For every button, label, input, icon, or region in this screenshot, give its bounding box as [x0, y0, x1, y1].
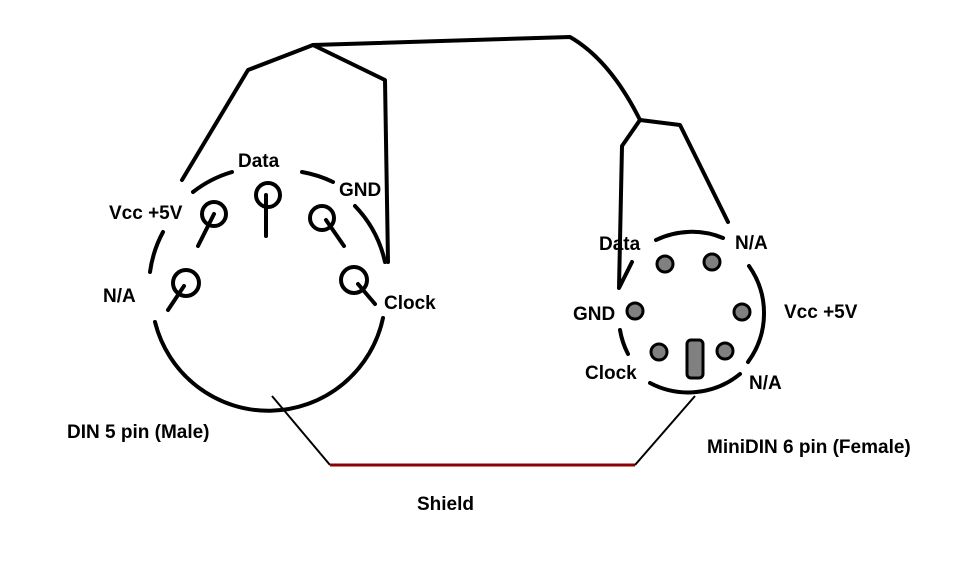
minidin-title: MiniDIN 6 pin (Female)	[707, 437, 911, 458]
din-title: DIN 5 pin (Male)	[67, 422, 210, 443]
minidin-label-clock: Clock	[585, 363, 637, 384]
din-label-na: N/A	[103, 286, 136, 307]
shield-label: Shield	[417, 494, 474, 515]
minidin-label-vcc: Vcc +5V	[784, 302, 858, 323]
din-pin-vcc	[196, 200, 228, 248]
minidin-outline-bottom	[648, 372, 742, 395]
din-pin-clock	[339, 265, 377, 306]
minidin-label-na-bottom: N/A	[749, 373, 782, 394]
shield-wire-right	[634, 395, 696, 466]
minidin-label-data: Data	[599, 234, 641, 255]
minidin-pin-na-top	[702, 252, 722, 272]
minidin-pin-na-bottom	[715, 341, 735, 361]
minidin-outline-right	[746, 264, 767, 364]
din-outline-top-right	[300, 170, 335, 184]
din-outline-left	[148, 230, 165, 274]
din-label-gnd: GND	[339, 180, 381, 201]
wire-minidin-data	[617, 118, 642, 290]
din-pin-na	[166, 268, 201, 312]
minidin-pin-gnd	[625, 301, 645, 321]
minidin-outline-top	[654, 229, 725, 242]
din-label-data: Data	[238, 151, 280, 172]
din-label-vcc: Vcc +5V	[109, 203, 183, 224]
minidin-label-na-top: N/A	[735, 233, 768, 254]
minidin-outline-left	[618, 328, 630, 356]
minidin-label-gnd: GND	[573, 304, 615, 325]
din-outline-top-left	[191, 170, 234, 194]
minidin-pin-clock	[649, 342, 669, 362]
din-outline-bottom	[153, 316, 385, 413]
din-outline-right	[353, 204, 387, 264]
din-pin-data	[254, 181, 282, 238]
wire-vcc	[180, 43, 390, 264]
wire-to-minidin	[311, 35, 642, 122]
din-pin-gnd	[308, 204, 346, 248]
minidin-pin-vcc	[732, 302, 752, 322]
minidin-pin-data	[655, 254, 675, 274]
minidin-key	[685, 338, 705, 380]
wire-minidin-na	[638, 118, 730, 224]
din-label-clock: Clock	[384, 293, 436, 314]
shield-wire-left	[271, 395, 331, 466]
